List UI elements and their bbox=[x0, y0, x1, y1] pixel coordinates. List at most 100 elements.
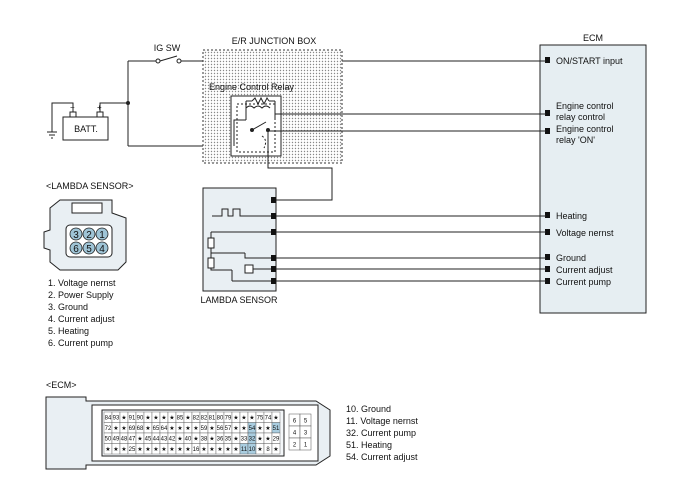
ecm-pin-number: ★ bbox=[145, 446, 150, 453]
ecm-pin-number: ★ bbox=[265, 425, 270, 432]
ecm-pin-number: 10 bbox=[249, 447, 256, 453]
ecm-pin-number: ★ bbox=[193, 436, 198, 443]
ecm-pin-number: 29 bbox=[273, 437, 280, 443]
ecm-pin-number: 56 bbox=[217, 426, 224, 432]
ecm-legend-51: 51. Heating bbox=[346, 440, 392, 450]
ecm-pin-number: 8 bbox=[266, 447, 270, 453]
engine-control-relay-label: Engine Control Relay bbox=[209, 82, 295, 92]
engine-control-relay bbox=[230, 95, 282, 157]
ecm-pin-number: 51 bbox=[273, 426, 280, 432]
ecm-legend-32: 32. Current pump bbox=[346, 428, 416, 438]
ecm-pin-number: ★ bbox=[145, 415, 150, 422]
ecm-pin-number: ★ bbox=[257, 446, 262, 453]
ecm-pin-number: ★ bbox=[233, 415, 238, 422]
ecm-pin-number: ★ bbox=[257, 425, 262, 432]
ecm-pin-number: 49 bbox=[113, 437, 120, 443]
ecm-pin-number: 32 bbox=[249, 437, 256, 443]
ecm-pin-number: ★ bbox=[273, 446, 278, 453]
ecm-pin-number: ★ bbox=[241, 415, 246, 422]
ecm-pin-number: 82 bbox=[201, 416, 208, 422]
relay-wires bbox=[233, 113, 546, 201]
ecm-pin-number: 25 bbox=[129, 447, 136, 453]
ig-switch bbox=[155, 55, 182, 64]
lambda-legend-6: 6. Current pump bbox=[48, 338, 113, 348]
ecm-pin-number: ★ bbox=[161, 415, 166, 422]
ecm-pin-number: ★ bbox=[161, 446, 166, 453]
ecm-pin-number: 65 bbox=[153, 426, 160, 432]
ecm-pin-number: ★ bbox=[233, 446, 238, 453]
ecm-pin-voltage-nernst: Voltage nernst bbox=[556, 228, 614, 238]
ecm-pin-number: ★ bbox=[209, 425, 214, 432]
lambda-pin-6: 6 bbox=[73, 244, 79, 255]
ecm-pin-number: ★ bbox=[257, 436, 262, 443]
ecm-pin-number: 45 bbox=[145, 437, 152, 443]
ecm-pin-number: ★ bbox=[105, 446, 110, 453]
ecm-pin-number: ★ bbox=[233, 436, 238, 443]
ecm-pin-number: ★ bbox=[177, 436, 182, 443]
ecm-pin-number: ★ bbox=[137, 436, 142, 443]
ecm-pin-number: 74 bbox=[265, 416, 272, 422]
ecm-pin-number: ★ bbox=[273, 415, 278, 422]
ecm-side-cell bbox=[299, 437, 312, 451]
ecm-legend-54: 54. Current adjust bbox=[346, 452, 418, 462]
ecm-pin-number: ★ bbox=[121, 446, 126, 453]
ecm-pin-number: ★ bbox=[177, 425, 182, 432]
lambda-pin-markers bbox=[271, 197, 276, 284]
ecm-pin-number: ★ bbox=[121, 415, 126, 422]
ecm-pin-current-adjust: Current adjust bbox=[556, 265, 613, 275]
lambda-legend-3: 3. Ground bbox=[48, 302, 88, 312]
ecm-pin-number: ★ bbox=[153, 415, 158, 422]
ecm-pin-number: ★ bbox=[137, 446, 142, 453]
ecm-pin-number: 79 bbox=[225, 416, 232, 422]
ecm-pin-number: 35 bbox=[225, 437, 232, 443]
battery-label: BATT. bbox=[74, 124, 98, 134]
ecm-pin-heating: Heating bbox=[556, 211, 587, 221]
ecm-pin-number: 50 bbox=[105, 437, 112, 443]
lambda-legend-5: 5. Heating bbox=[48, 326, 89, 336]
ecm-pin-number: ★ bbox=[217, 446, 222, 453]
lambda-sensor-internals bbox=[207, 208, 276, 282]
ecm-pin-number: 33 bbox=[241, 437, 248, 443]
ecm-pin-number: 85 bbox=[177, 416, 184, 422]
ecm-pin-number: ★ bbox=[113, 446, 118, 453]
ecm-pin-number: 11 bbox=[241, 447, 248, 453]
ecm-pin-number: ★ bbox=[113, 425, 118, 432]
ecm-pin-number: ★ bbox=[241, 425, 246, 432]
ecm-side-number: 6 bbox=[293, 419, 297, 425]
ecm-pin-number: ★ bbox=[145, 425, 150, 432]
ecm-pin-number: ★ bbox=[209, 436, 214, 443]
ecm-connector-title: <ECM> bbox=[46, 380, 77, 390]
ecm-side-number: 4 bbox=[293, 431, 297, 437]
ecm-pin-number: ★ bbox=[265, 436, 270, 443]
lambda-legend-2: 2. Power Supply bbox=[48, 290, 114, 300]
ecm-pin-relay-on-2: relay 'ON' bbox=[556, 135, 595, 145]
ecm-pin-number: 84 bbox=[105, 416, 112, 422]
lambda-legend-1: 1. Voltage nernst bbox=[48, 278, 116, 288]
ecm-pin-number: 81 bbox=[209, 416, 216, 422]
ecm-pin-number: ★ bbox=[233, 425, 238, 432]
ecm-pin-number: ★ bbox=[185, 446, 190, 453]
ecm-pin-number: 64 bbox=[161, 426, 168, 432]
lambda-connector-pins bbox=[69, 227, 109, 255]
ecm-side-number: 5 bbox=[304, 419, 308, 425]
lambda-pin-1: 1 bbox=[99, 230, 105, 241]
ecm-side-number: 1 bbox=[304, 443, 308, 449]
ecm-pin-number: 48 bbox=[121, 437, 128, 443]
ecm-pin-number: ★ bbox=[201, 446, 206, 453]
ecm-box bbox=[539, 44, 647, 314]
ecm-pin-relay-control-2: relay control bbox=[556, 112, 605, 122]
ecm-pin-number: 40 bbox=[185, 437, 192, 443]
ecm-pin-number: 59 bbox=[201, 426, 208, 432]
ecm-pin-number: 47 bbox=[129, 437, 136, 443]
ecm-pin-number: ★ bbox=[153, 446, 158, 453]
ecm-pin-number: ★ bbox=[209, 446, 214, 453]
ecm-pin-number: 44 bbox=[153, 437, 160, 443]
ecm-pin-number: ★ bbox=[193, 425, 198, 432]
lambda-pin-5: 5 bbox=[86, 244, 92, 255]
ecm-pin-number: ★ bbox=[169, 446, 174, 453]
ecm-pin-number: 82 bbox=[193, 416, 200, 422]
ecm-pin-number: 68 bbox=[137, 426, 144, 432]
ecm-side-number: 3 bbox=[304, 431, 308, 437]
junction-dot bbox=[126, 101, 130, 105]
